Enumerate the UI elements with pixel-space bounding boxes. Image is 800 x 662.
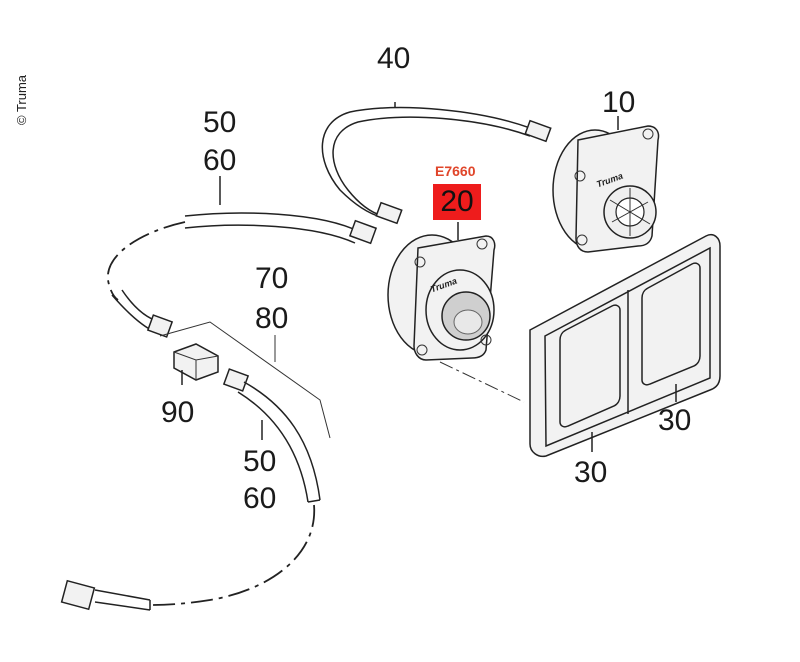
part-label-80: 80 xyxy=(255,302,289,335)
cable-50-60-bottom xyxy=(60,368,321,611)
article-code: E7660 xyxy=(435,163,476,179)
part-label-10: 10 xyxy=(602,86,636,119)
part-label-90: 90 xyxy=(161,396,195,429)
rj-plug-icon xyxy=(348,219,378,245)
highlighted-part-number[interactable]: 20 xyxy=(433,184,481,220)
part-label-30-right: 30 xyxy=(658,404,692,437)
rj-plug-icon xyxy=(375,201,403,225)
rj-plug-icon xyxy=(222,368,250,392)
rj-plug-icon xyxy=(524,119,552,143)
part-label-50-bottom: 50 xyxy=(243,445,277,478)
part-label-60-bottom: 60 xyxy=(243,482,277,515)
alignment-line xyxy=(439,361,525,403)
part-label-40: 40 xyxy=(377,42,411,75)
double-frame-30 xyxy=(529,234,721,458)
flat-cable-40 xyxy=(321,102,552,225)
control-unit-10 xyxy=(552,116,660,253)
rj-plug-icon xyxy=(146,314,174,338)
part-label-60-top: 60 xyxy=(203,144,237,177)
part-label-50-top: 50 xyxy=(203,106,237,139)
part-label-70: 70 xyxy=(255,262,289,295)
coupler-90 xyxy=(173,343,219,385)
cable-50-60-top xyxy=(107,176,378,338)
part-label-30-bottom: 30 xyxy=(574,456,608,489)
leader-70-80 xyxy=(159,321,331,439)
copyright-note: © Truma xyxy=(14,74,29,125)
rj-plug-icon xyxy=(60,579,96,611)
control-unit-20 xyxy=(387,222,496,361)
